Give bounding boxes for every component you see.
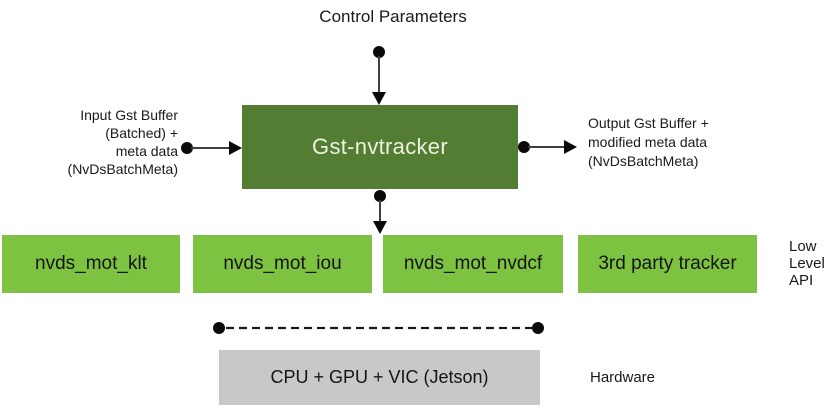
output-annotation-line: (NvDsBatchMeta): [588, 153, 699, 169]
hardware-box-label: CPU + GPU + VIC (Jetson): [270, 367, 489, 387]
input-annotation-line: (Batched) +: [105, 125, 178, 141]
hardware-span-line: [213, 322, 544, 334]
module-box-nvds-mot-klt: nvds_mot_klt: [2, 235, 180, 293]
module-box-3rd-party-tracker: 3rd party tracker: [578, 235, 757, 293]
control-params-arrow: [372, 46, 386, 105]
output-annotation: Output Gst Buffer + modified meta data (…: [588, 114, 778, 171]
module-box-nvds-mot-iou: nvds_mot_iou: [193, 235, 372, 293]
gst-nvtracker-label: Gst-nvtracker: [312, 134, 448, 159]
output-annotation-line: modified meta data: [588, 134, 708, 150]
hardware-label: Hardware: [590, 369, 656, 386]
output-arrow: [518, 140, 577, 154]
module-label: nvds_mot_nvdcf: [403, 253, 543, 274]
input-annotation-line: (NvDsBatchMeta): [67, 161, 178, 177]
low-level-api-line: Low: [789, 238, 817, 255]
output-annotation-line: Output Gst Buffer +: [588, 115, 709, 131]
control-parameters-label: Control Parameters: [319, 7, 467, 26]
hardware-box: CPU + GPU + VIC (Jetson): [219, 350, 540, 405]
low-level-arrow: [373, 190, 387, 234]
module-label: nvds_mot_iou: [223, 253, 342, 274]
low-level-api-line: Level: [789, 255, 825, 272]
module-box-nvds-mot-nvdcf: nvds_mot_nvdcf: [383, 235, 563, 293]
module-label: nvds_mot_klt: [35, 253, 147, 274]
input-annotation: Input Gst Buffer (Batched) + meta data (…: [20, 106, 178, 178]
input-arrow: [181, 141, 242, 155]
gst-nvtracker-box: Gst-nvtracker: [242, 105, 518, 189]
low-level-api-line: API: [789, 272, 814, 289]
input-annotation-line: Input Gst Buffer: [80, 107, 178, 123]
module-label: 3rd party tracker: [598, 253, 737, 274]
input-annotation-line: meta data: [115, 143, 178, 159]
low-level-api-label: Low Level API: [789, 238, 825, 289]
